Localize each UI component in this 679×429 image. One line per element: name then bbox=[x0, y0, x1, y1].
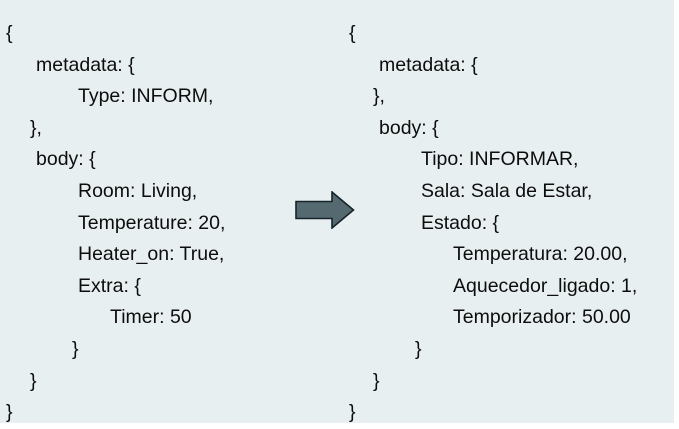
target-json-line-11: } bbox=[373, 369, 380, 392]
target-json-line-2: }, bbox=[373, 85, 385, 108]
target-json-line-8: Aquecedor_ligado: 1, bbox=[453, 274, 638, 297]
target-json-line-0: { bbox=[349, 22, 356, 44]
source-json-line-9: Timer: 50 bbox=[110, 306, 192, 329]
target-json-line-1: metadata: { bbox=[379, 53, 478, 76]
right-arrow-icon bbox=[295, 191, 355, 229]
target-json-line-9: Temporizador: 50.00 bbox=[453, 306, 631, 329]
source-json-line-12: } bbox=[6, 401, 13, 424]
target-json-line-10: } bbox=[415, 337, 422, 360]
source-json-line-5: Room: Living, bbox=[78, 179, 198, 202]
source-json-line-8: Extra: { bbox=[78, 274, 141, 297]
target-json-line-6: Estado: { bbox=[421, 211, 500, 234]
source-json-block: { metadata: { Type: INFORM,}, body: { Room: … bbox=[6, 18, 296, 429]
source-json-line-2: Type: INFORM, bbox=[78, 85, 214, 108]
source-json-line-4: body: { bbox=[36, 148, 96, 171]
source-json-line-6: Temperature: 20, bbox=[78, 211, 226, 234]
target-json-line-4: Tipo: INFORMAR, bbox=[421, 148, 579, 171]
target-json-line-7: Temperatura: 20.00, bbox=[453, 243, 628, 266]
source-json-line-3: }, bbox=[30, 116, 42, 139]
target-json-line-5: Sala: Sala de Estar, bbox=[421, 179, 593, 202]
target-json-line-3: body: { bbox=[379, 116, 439, 139]
source-json-line-7: Heater_on: True, bbox=[78, 243, 225, 266]
right-edge-strip bbox=[674, 0, 679, 423]
source-json-line-0: { bbox=[6, 22, 13, 44]
target-json-line-12: } bbox=[349, 401, 356, 424]
source-json-line-11: } bbox=[30, 369, 37, 392]
target-json-block: { metadata: {}, body: { Tipo: INFORMAR, Sala… bbox=[349, 18, 679, 429]
source-json-line-10: } bbox=[72, 337, 79, 360]
source-json-line-1: metadata: { bbox=[36, 53, 135, 76]
